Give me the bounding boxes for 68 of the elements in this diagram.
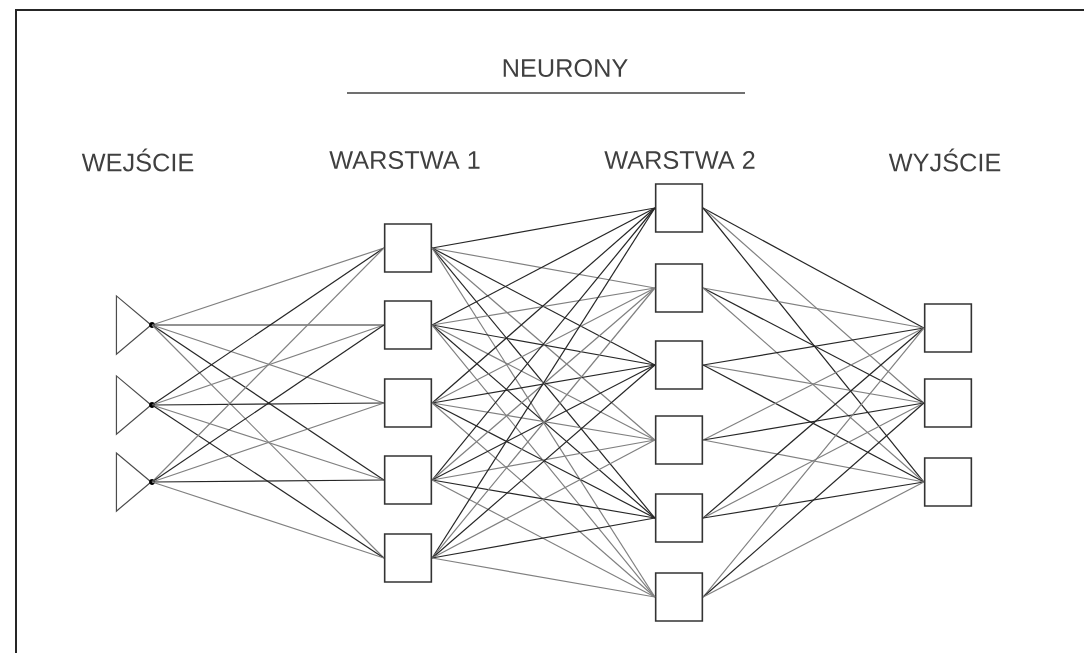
connection-line (702, 481, 925, 598)
connection-line (431, 439, 656, 559)
connection-line (431, 247, 656, 598)
connection-line (431, 364, 656, 559)
connection-line (702, 207, 925, 483)
connection-line (151, 324, 385, 326)
connection-line (151, 481, 385, 559)
connection-line (151, 324, 385, 559)
connection-line (431, 324, 656, 598)
neuron-box (923, 457, 973, 507)
connection-line (702, 439, 925, 483)
connection-line (431, 439, 656, 481)
connection-line (431, 364, 656, 481)
connection-line (431, 402, 656, 598)
connection-line (151, 402, 385, 406)
connection-line (431, 324, 656, 519)
connection-line (702, 207, 925, 404)
connection-line (431, 207, 656, 404)
connection-line (702, 402, 925, 519)
connection-line (431, 287, 656, 481)
connection-line (431, 402, 656, 519)
neuron-box (383, 533, 433, 583)
neuron-box (654, 415, 704, 465)
connection-line (151, 247, 385, 406)
connection-line (431, 479, 656, 519)
heading: NEURONY (503, 59, 628, 77)
connection-line (431, 207, 656, 249)
neuron-box (923, 303, 973, 353)
neuron-box (654, 572, 704, 622)
connection-line (702, 402, 925, 598)
connection-line (702, 364, 925, 483)
connection-line (431, 557, 656, 598)
connection-line (702, 207, 925, 329)
connection-line (151, 404, 385, 559)
connection-line (702, 327, 925, 598)
neuron-box (383, 455, 433, 505)
connection-line (431, 517, 656, 559)
connection-line (702, 481, 925, 519)
connection-line (431, 207, 656, 326)
connection-line (431, 287, 656, 559)
connection-line (702, 287, 925, 404)
connection-line (702, 287, 925, 329)
connection-line (431, 247, 656, 366)
connection-line (702, 327, 925, 519)
connection-line (431, 324, 656, 441)
connection-line (431, 247, 656, 289)
neuron-box (654, 493, 704, 543)
connection-line (151, 247, 385, 326)
connection-line (702, 327, 925, 441)
neuron-box (654, 183, 704, 233)
neuron-box (383, 378, 433, 428)
connection-line (702, 364, 925, 404)
connection-line (702, 287, 925, 483)
connection-line (431, 479, 656, 598)
connection-line (151, 479, 385, 483)
neuron-box (654, 340, 704, 390)
column-heading: WEJŚCIE (81, 148, 194, 172)
column-heading: WYJŚCIE (888, 148, 1001, 172)
connection-line (431, 287, 656, 404)
neuron-box (654, 263, 704, 313)
connection-line (431, 207, 656, 559)
neuron-box (383, 300, 433, 350)
connection-line (702, 402, 925, 441)
neuron-box (923, 378, 973, 428)
connection-line (151, 247, 385, 483)
column-heading: WARSTWA 1 (329, 151, 480, 169)
neuron-box (383, 223, 433, 273)
connection-line (431, 247, 656, 441)
